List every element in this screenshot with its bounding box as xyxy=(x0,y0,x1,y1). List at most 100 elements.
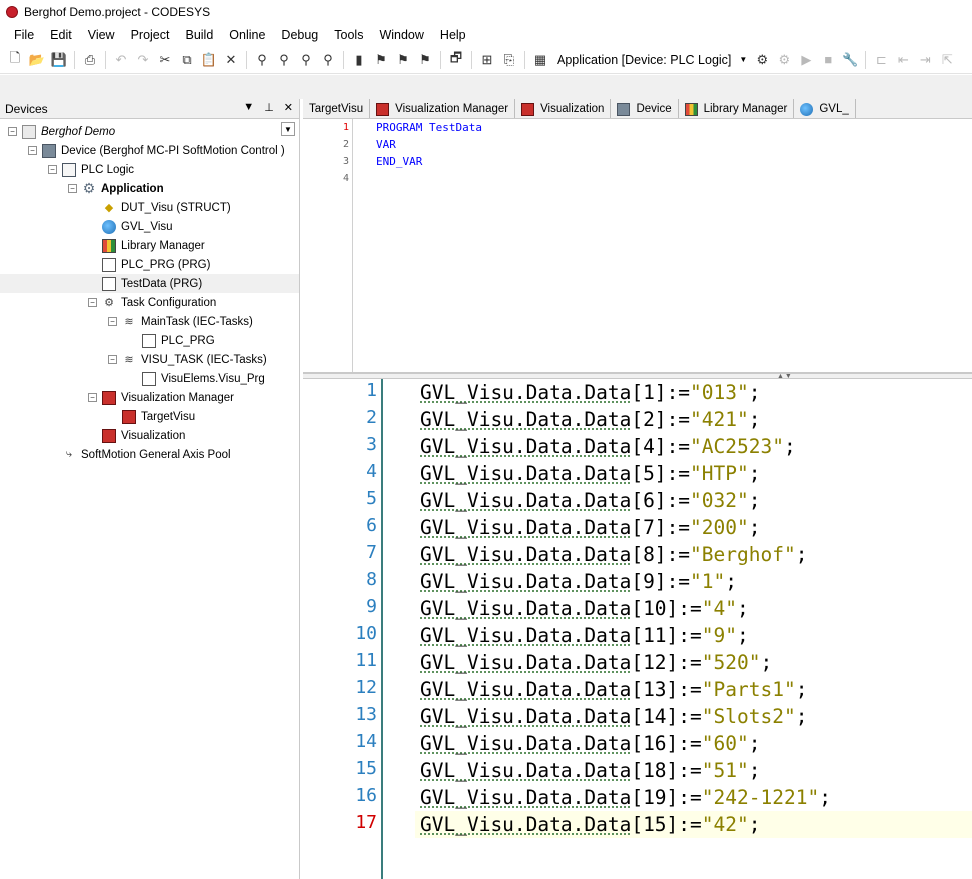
code-line[interactable]: GVL_Visu.Data.Data[11]:="9"; xyxy=(415,622,972,649)
tree-collapse-icon[interactable]: − xyxy=(88,298,97,307)
step-out-icon[interactable]: ⇱ xyxy=(941,51,953,67)
pin-icon[interactable]: ⊥ xyxy=(264,102,274,114)
declaration-line[interactable]: VAR xyxy=(376,138,396,151)
menu-tools[interactable]: Tools xyxy=(334,28,364,42)
step-over-icon[interactable]: ⇤ xyxy=(897,51,909,67)
menu-online[interactable]: Online xyxy=(229,28,266,42)
code-line[interactable]: GVL_Visu.Data.Data[14]:="Slots2"; xyxy=(415,703,972,730)
reset-icon[interactable]: 🔧 xyxy=(842,51,859,67)
add-object-icon[interactable]: ⊞ xyxy=(481,51,493,67)
tree-item-library-manager[interactable]: Library Manager xyxy=(0,236,299,255)
tree-item-gvl-visu[interactable]: GVL_Visu xyxy=(0,217,299,236)
code-line[interactable]: GVL_Visu.Data.Data[15]:="42"; xyxy=(415,811,972,838)
panel-menu-icon[interactable]: ▼ xyxy=(243,101,255,113)
window-icon[interactable]: 🗗 xyxy=(449,49,463,65)
save-icon[interactable]: 💾 xyxy=(50,51,68,67)
breakpoint-icon[interactable]: ⊏ xyxy=(875,51,887,67)
open-folder-icon[interactable]: 📂 xyxy=(28,51,46,67)
copy-icon[interactable]: ⧉ xyxy=(182,51,192,67)
declaration-line[interactable]: END_VAR xyxy=(376,155,423,168)
code-line[interactable]: GVL_Visu.Data.Data[8]:="Berghof"; xyxy=(415,541,972,568)
tree-item-visualization[interactable]: Visualization xyxy=(0,426,299,445)
code-line[interactable]: GVL_Visu.Data.Data[10]:="4"; xyxy=(415,595,972,622)
code-line[interactable]: GVL_Visu.Data.Data[7]:="200"; xyxy=(415,514,972,541)
code-line[interactable]: GVL_Visu.Data.Data[6]:="032"; xyxy=(415,487,972,514)
code-line[interactable]: GVL_Visu.Data.Data[1]:="013"; xyxy=(415,379,972,406)
stop-icon[interactable]: ■ xyxy=(824,52,833,67)
code-line[interactable]: GVL_Visu.Data.Data[19]:="242-1221"; xyxy=(415,784,972,811)
tree-item-plc-prg[interactable]: PLC_PRG xyxy=(0,331,299,350)
code-line[interactable]: GVL_Visu.Data.Data[5]:="HTP"; xyxy=(415,460,972,487)
bookmark-clear-icon[interactable]: ⚑ xyxy=(419,51,431,67)
redo-icon[interactable]: ↷ xyxy=(137,51,149,67)
tab-visualization[interactable]: Visualization xyxy=(515,99,612,118)
tree-item-softmotion-general-axis-pool[interactable]: ⤷SoftMotion General Axis Pool xyxy=(0,445,299,464)
code-line[interactable]: GVL_Visu.Data.Data[16]:="60"; xyxy=(415,730,972,757)
bookmark-icon[interactable]: ▮ xyxy=(355,51,363,67)
logout-icon[interactable]: ⚙ xyxy=(778,51,791,67)
menu-edit[interactable]: Edit xyxy=(50,28,72,42)
menu-view[interactable]: View xyxy=(87,28,115,42)
tree-collapse-icon[interactable]: − xyxy=(88,393,97,402)
declaration-line[interactable]: PROGRAM TestData xyxy=(376,121,482,134)
bookmark-prev-icon[interactable]: ⚑ xyxy=(397,51,409,67)
cut-icon[interactable]: ✂ xyxy=(159,51,171,67)
tab-targetvisu[interactable]: TargetVisu xyxy=(303,99,371,118)
code-line[interactable]: GVL_Visu.Data.Data[18]:="51"; xyxy=(415,757,972,784)
tree-collapse-icon[interactable]: − xyxy=(8,127,17,136)
tree-item-visualization-manager[interactable]: −Visualization Manager xyxy=(0,388,299,407)
tab-visualization-manager[interactable]: Visualization Manager xyxy=(370,99,516,118)
active-application-selector[interactable]: Application [Device: PLC Logic] ▼ xyxy=(557,53,747,67)
tree-collapse-icon[interactable]: − xyxy=(28,146,37,155)
delete-icon[interactable]: ✕ xyxy=(225,51,237,67)
close-icon[interactable]: ✕ xyxy=(283,102,293,114)
tree-item-targetvisu[interactable]: TargetVisu xyxy=(0,407,299,426)
tree-item-application[interactable]: −⚙Application xyxy=(0,179,299,198)
tab-library-manager[interactable]: Library Manager xyxy=(679,99,795,118)
tree-collapse-icon[interactable]: − xyxy=(108,317,117,326)
tab-device[interactable]: Device xyxy=(611,99,679,118)
tree-collapse-icon[interactable]: − xyxy=(68,184,77,193)
code-line[interactable]: GVL_Visu.Data.Data[4]:="AC2523"; xyxy=(415,433,972,460)
tree-item-task-configuration[interactable]: −⚙Task Configuration xyxy=(0,293,299,312)
tree-collapse-icon[interactable]: − xyxy=(48,165,57,174)
menu-project[interactable]: Project xyxy=(130,28,170,42)
login-icon[interactable]: ⚙ xyxy=(756,51,769,67)
code-line[interactable]: GVL_Visu.Data.Data[9]:="1"; xyxy=(415,568,972,595)
editor-splitter[interactable]: ▲▼ xyxy=(303,373,972,380)
menu-help[interactable]: Help xyxy=(439,28,466,42)
menu-file[interactable]: File xyxy=(14,28,35,42)
step-into-icon[interactable]: ⇥ xyxy=(919,51,931,67)
code-line[interactable]: GVL_Visu.Data.Data[13]:="Parts1"; xyxy=(415,676,972,703)
replace-all-icon[interactable]: ⚲ xyxy=(323,51,333,67)
tree-item-plc-prg-prg[interactable]: PLC_PRG (PRG) xyxy=(0,255,299,274)
code-line[interactable]: GVL_Visu.Data.Data[12]:="520"; xyxy=(415,649,972,676)
tree-item-plc-logic[interactable]: −PLC Logic xyxy=(0,160,299,179)
properties-icon[interactable]: ⎘ xyxy=(503,51,515,67)
menu-window[interactable]: Window xyxy=(379,28,424,42)
undo-icon[interactable]: ↶ xyxy=(115,51,127,67)
start-icon[interactable]: ▶ xyxy=(801,51,812,67)
paste-icon[interactable]: 📋 xyxy=(200,51,218,67)
chevron-down-icon[interactable]: ▼ xyxy=(281,122,295,136)
tree-item-dut-visu-struct[interactable]: ◆DUT_Visu (STRUCT) xyxy=(0,198,299,217)
bookmark-next-icon[interactable]: ⚑ xyxy=(375,51,387,67)
tree-collapse-icon[interactable]: − xyxy=(108,355,117,364)
new-file-icon[interactable]: 🗋 xyxy=(9,49,21,65)
tree-item-device-berghof-mc-pi-softmotion-control[interactable]: −Device (Berghof MC-PI SoftMotion Contro… xyxy=(0,141,299,160)
menu-build[interactable]: Build xyxy=(185,28,214,42)
menu-debug[interactable]: Debug xyxy=(281,28,319,42)
tree-item-visu-task-iec-tasks[interactable]: −≋VISU_TASK (IEC-Tasks) xyxy=(0,350,299,369)
tree-item-maintask-iec-tasks[interactable]: −≋MainTask (IEC-Tasks) xyxy=(0,312,299,331)
tree-item-testdata-prg[interactable]: TestData (PRG) xyxy=(0,274,299,293)
replace-icon[interactable]: ⚲ xyxy=(301,51,311,67)
print-icon[interactable]: ⎙ xyxy=(84,51,96,67)
tab-gvl[interactable]: GVL_ xyxy=(794,99,856,118)
build-icon[interactable]: ▦ xyxy=(533,51,547,67)
find-next-icon[interactable]: ⚲ xyxy=(279,51,289,67)
tree-item-visuelems-visu-prg[interactable]: VisuElems.Visu_Prg xyxy=(0,369,299,388)
find-icon[interactable]: ⚲ xyxy=(257,51,267,67)
code-line[interactable]: GVL_Visu.Data.Data[2]:="421"; xyxy=(415,406,972,433)
